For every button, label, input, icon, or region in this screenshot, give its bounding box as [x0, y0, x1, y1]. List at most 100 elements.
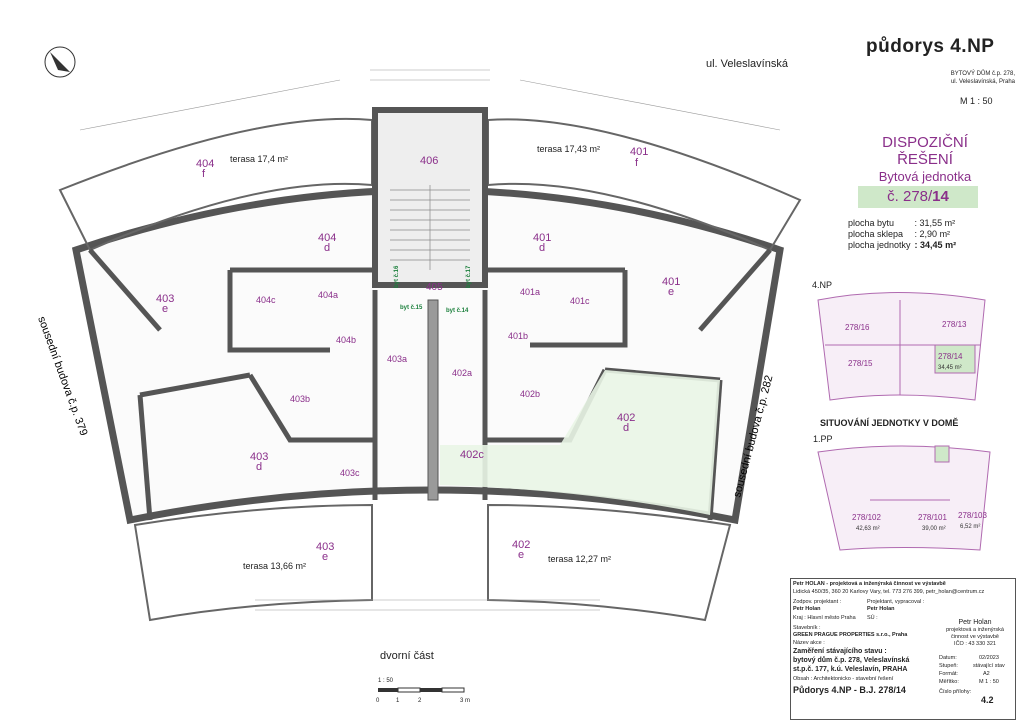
- unit-id-badge: č. 278/14: [858, 186, 978, 208]
- neighbor-left-label: sousední budova č.p. 379: [35, 315, 89, 437]
- mini-unit-278-13: 278/13: [942, 320, 967, 329]
- terrace-top-left: terasa 17,4 m²: [230, 154, 288, 164]
- mini-unit-278-103-area: 6,52 m²: [960, 524, 980, 530]
- mini-unit-278-102-area: 42,63 m²: [856, 526, 880, 532]
- room-404b: 404b: [336, 335, 356, 345]
- scale-label: Měřítko:: [939, 679, 959, 685]
- street-label: ul. Veleslavínská: [706, 58, 788, 70]
- terrace-bottom-outline: [133, 503, 373, 622]
- terrace-bottom-left: terasa 13,66 m²: [243, 561, 306, 571]
- mini-unit-278-103: 278/103: [958, 511, 987, 520]
- mini-unit-278-14-area: 34,45 m²: [938, 365, 962, 371]
- mini-4np-label: 4.NP: [812, 280, 833, 290]
- room-404d: 404: [318, 232, 336, 244]
- appendix-value: 4.2: [981, 695, 994, 705]
- content-label: Obsah : Architektonicko - stavební řešen…: [793, 676, 894, 682]
- project-line-3: st.p.č. 177, k.ú. Veleslavín, PRAHA: [793, 666, 908, 673]
- label-byt17: byt č.17: [466, 265, 472, 288]
- stamp-text: projektová a inženýrská činnost ve výsta…: [946, 627, 1004, 640]
- unit-type: Bytová jednotka: [878, 169, 972, 184]
- unit-id-number: 14: [932, 188, 949, 205]
- building-line2: ul. Veleslavínská, Praha: [950, 79, 1015, 85]
- mini-1pp-label: 1.PP: [813, 434, 833, 444]
- room-403e: 403: [156, 293, 174, 305]
- mini-plan-1pp: [817, 445, 991, 551]
- label-byt15: byt č.15: [400, 305, 423, 311]
- terrace-bottom-right: terasa 12,27 m²: [548, 554, 611, 564]
- scale-value: M 1 : 50: [979, 679, 999, 685]
- unit-id-prefix: č. 278/: [887, 188, 933, 205]
- layout-heading-1: DISPOZIČNÍ: [882, 134, 968, 151]
- room-403c: 403c: [340, 468, 360, 478]
- mini-unit-278-15: 278/15: [848, 359, 873, 368]
- stage-value: stávající stav: [973, 663, 1005, 669]
- north-arrow-icon: [44, 46, 76, 78]
- room-401d: 401: [533, 232, 551, 244]
- unit-areas-table: plocha bytu: 31,55 m² plocha sklepa: 2,9…: [848, 218, 960, 251]
- room-401f: 401: [630, 146, 648, 158]
- mini-unit-278-16: 278/16: [845, 323, 870, 332]
- responsible-label: Zodpov. projektant :: [793, 599, 842, 605]
- room-403b: 403b: [290, 394, 310, 404]
- building-office-label: SÚ :: [867, 615, 878, 621]
- mini-plan-4np: [817, 292, 986, 401]
- room-404c: 404c: [256, 295, 276, 305]
- room-404d-suffix: d: [324, 242, 330, 254]
- mini-unit-278-102: 278/102: [852, 513, 881, 522]
- room-403a: 403a: [387, 354, 407, 364]
- title-block: Petr HOLAN - projektová a inženýrská čin…: [790, 578, 1016, 720]
- area-row: plocha sklepa: 2,90 m²: [848, 229, 951, 239]
- drawing-name: Půdorys 4.NP - B.J. 278/14: [793, 685, 906, 695]
- room-402d: 402: [617, 412, 635, 424]
- courtyard-label: dvorní část: [380, 650, 434, 662]
- layout-heading-2: ŘEŠENÍ: [897, 151, 953, 168]
- room-402e-suffix: e: [518, 549, 524, 561]
- layout-heading: DISPOZIČNÍ ŘEŠENÍ: [860, 134, 990, 168]
- building-address: BYTOVÝ DŮM č.p. 278, ul. Veleslavínská, …: [905, 70, 1015, 86]
- situation-heading: SITUOVÁNÍ JEDNOTKY V DOMĚ: [820, 418, 959, 428]
- investor-name: GREEN PRAGUE PROPERTIES s.r.o., Praha: [793, 632, 908, 638]
- room-404a: 404a: [318, 290, 338, 300]
- scalebar-0: 0: [376, 698, 380, 704]
- room-401f-suffix: f: [635, 157, 639, 169]
- page-title: půdorys 4.NP: [866, 36, 995, 57]
- stamp-ico: IČO : 43 330 321: [954, 641, 996, 647]
- terrace-top-right: terasa 17,43 m²: [537, 144, 600, 154]
- room-402a: 402a: [452, 368, 472, 378]
- mini-unit-278-14: 278/14: [938, 352, 963, 361]
- label-byt14: byt č.14: [446, 308, 469, 314]
- room-401e-suffix: e: [668, 286, 674, 298]
- room-402e: 402: [512, 539, 530, 551]
- mini-unit-278-101-area: 39,00 m²: [922, 526, 946, 532]
- room-404f: 404: [196, 158, 214, 170]
- mini-unit-278-101: 278/101: [918, 513, 947, 522]
- room-401d-suffix: d: [539, 242, 545, 254]
- room-401e: 401: [662, 276, 680, 288]
- scalebar-title: 1 : 50: [378, 678, 394, 684]
- project-line-2: bytový dům č.p. 278, Veleslavínská: [793, 657, 910, 664]
- format-value: A2: [983, 671, 990, 677]
- area-row: plocha bytu: 31,55 m²: [848, 218, 956, 228]
- stage-label: Stupeň:: [939, 663, 958, 669]
- drawing-scale: M 1 : 50: [960, 96, 993, 106]
- scalebar-3: 3 m: [460, 698, 470, 704]
- designer-label: Projektant, vypracoval :: [867, 599, 925, 605]
- designer-name: Petr Holan: [867, 606, 895, 612]
- room-401b: 401b: [508, 331, 528, 341]
- area-row: plocha jednotky: 34,45 m²: [848, 240, 957, 250]
- scalebar-2: 2: [418, 698, 422, 704]
- room-403d: 403: [250, 451, 268, 463]
- format-label: Formát:: [939, 671, 958, 677]
- room-406: 406: [420, 155, 438, 167]
- room-403e-bottom: 403: [316, 541, 334, 553]
- appendix-label: Číslo přílohy:: [939, 689, 972, 695]
- room-402c: 402c: [460, 449, 484, 461]
- central-wall: [427, 299, 439, 501]
- room-402b: 402b: [520, 389, 540, 399]
- project-line-1: Zaměření stávajícího stavu :: [793, 648, 887, 655]
- firm-name: Petr HOLAN - projektová a inženýrská čin…: [793, 581, 946, 587]
- room-401c: 401c: [570, 296, 590, 306]
- scale-bar: [378, 687, 465, 693]
- room-402d-suffix: d: [623, 422, 629, 434]
